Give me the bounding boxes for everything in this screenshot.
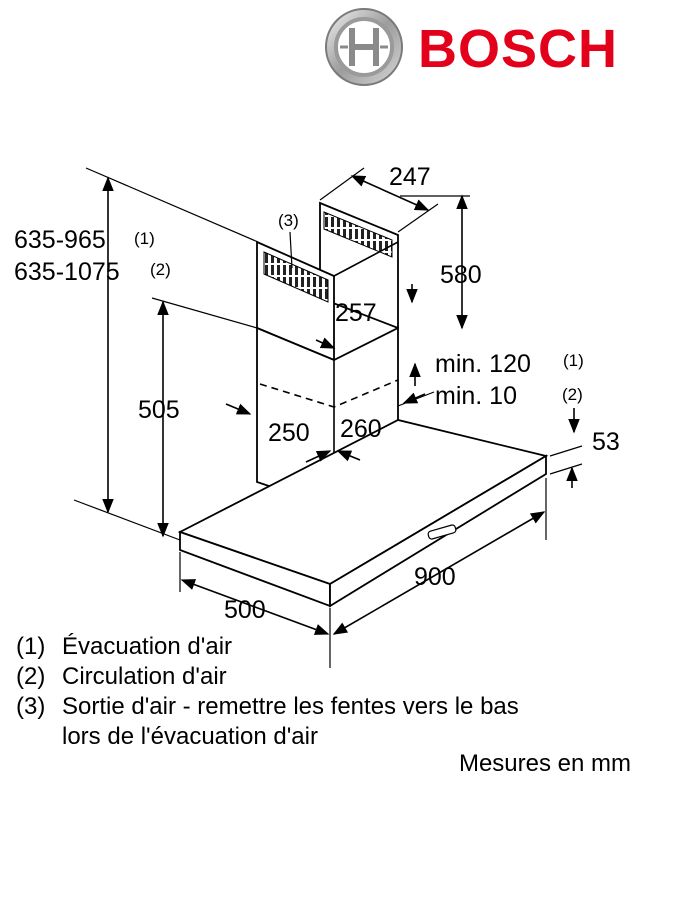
min-gap-ref-2: (2)	[562, 385, 583, 404]
total-height-dimension	[73, 167, 259, 541]
legend-item-number: (3)	[16, 693, 46, 720]
bosch-armature-icon	[325, 8, 403, 86]
total-height-label-b: 635-1075	[14, 258, 120, 286]
units-note: Mesures en mm	[458, 750, 631, 777]
upper-chimney-height-dimension	[400, 194, 470, 330]
legend-item-text: Sortie d'air - remettre les fentes vers …	[62, 693, 519, 750]
lower-height-dimension	[151, 297, 258, 538]
brand-name: BOSCH	[418, 19, 618, 79]
legend-item: (2) Circulation d'air	[16, 662, 562, 692]
min-gap-label-1: min. 120	[435, 350, 531, 378]
legend-item: (3) Sortie d'air - remettre les fentes v…	[16, 692, 562, 752]
width-label: 900	[414, 563, 456, 591]
min-gap-ref-1: (1)	[563, 351, 584, 370]
canopy-thickness-label: 53	[592, 428, 620, 456]
chimney-depth-bottom-label: 260	[340, 415, 382, 443]
total-height-ref-2: (2)	[150, 260, 171, 279]
chimney-depth-top-dimension	[319, 167, 439, 233]
canopy	[177, 419, 549, 608]
lower-height-label: 505	[138, 396, 180, 424]
total-height-ref-1: (1)	[134, 229, 155, 248]
total-height-label-a: 635-965	[14, 226, 106, 254]
width-dimension	[329, 478, 547, 668]
outlet-callout-ref: (3)	[278, 211, 299, 230]
min-gap-dimension	[397, 362, 435, 407]
chimney-bottom-arrows	[305, 450, 361, 463]
depth-dimension	[179, 552, 330, 635]
upper-chimney	[256, 201, 399, 362]
legend-item: (1) Évacuation d'air	[16, 632, 562, 662]
chimney-width-top-label: 257	[335, 299, 377, 327]
chimney-width-bottom-arrow	[225, 403, 252, 415]
chimney-width-bottom-label: 250	[268, 419, 310, 447]
chimney-width-top-arrow	[315, 337, 336, 349]
legend-item-text: Circulation d'air	[62, 663, 227, 690]
chimney-depth-top-label: 247	[389, 163, 431, 191]
legend-item-number: (1)	[16, 633, 46, 660]
outlet-callout-leader	[289, 231, 293, 269]
legend-item-number: (2)	[16, 663, 46, 690]
depth-label: 500	[224, 596, 266, 624]
canopy-thickness-dimension	[549, 445, 583, 488]
legend-item-text: Évacuation d'air	[62, 633, 233, 660]
air-outlet-slots	[263, 251, 329, 303]
legend-list: (1) Évacuation d'air (2) Circulation d'a…	[16, 632, 562, 752]
upper-chimney-height-label: 580	[440, 261, 482, 289]
min-gap-label-2: min. 10	[435, 382, 517, 410]
